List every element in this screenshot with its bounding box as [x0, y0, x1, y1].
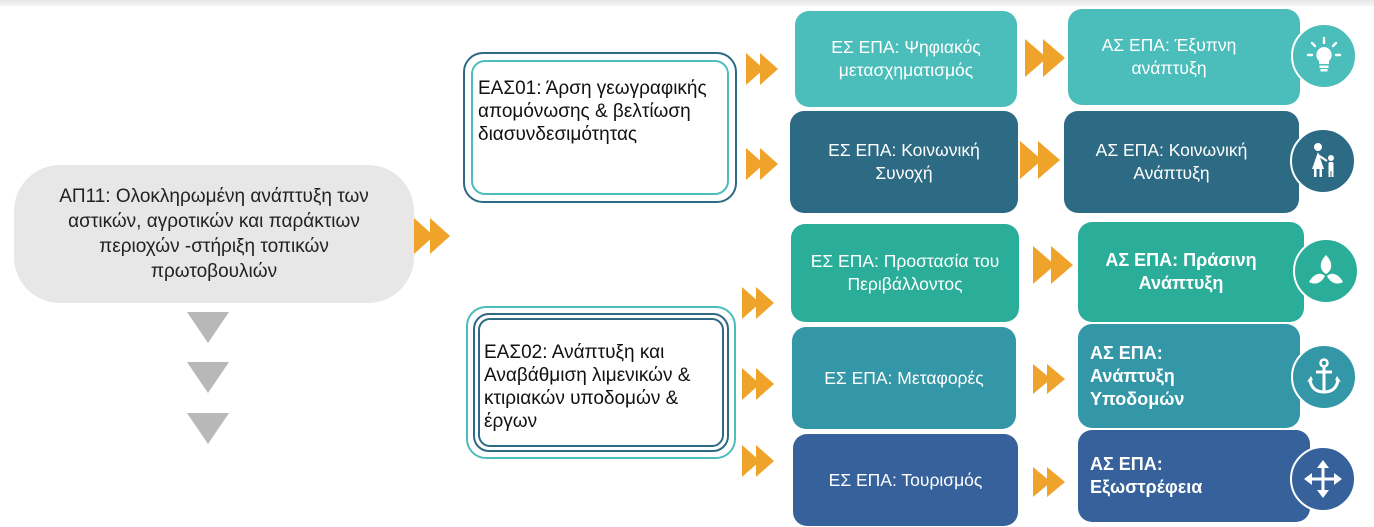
down-triangle-icon [187, 413, 229, 444]
es-box-transport: ΕΣ ΕΠΑ: Μεταφορές [792, 327, 1016, 429]
double-chevron-icon [746, 148, 778, 180]
double-chevron-icon [1020, 141, 1060, 179]
es-label: ΕΣ ΕΠΑ: Ψηφιακός μετασχηματισμός [831, 37, 981, 80]
as-box-social: ΑΣ ΕΠΑ: Κοινωνική Ανάπτυξη [1064, 111, 1299, 213]
es-box-tourism: ΕΣ ΕΠΑ: Τουρισμός [793, 434, 1018, 526]
double-chevron-icon [1033, 364, 1065, 394]
double-chevron-icon [742, 368, 774, 400]
lightbulb-icon [1291, 23, 1357, 89]
down-triangle-icon [187, 362, 229, 393]
anchor-icon [1291, 344, 1357, 410]
double-chevron-icon [1025, 39, 1065, 77]
es-label: ΕΣ ΕΠΑ: Μεταφορές [824, 367, 984, 388]
main-axis-label: ΑΠ11: Ολοκληρωμένη ανάπτυξη των αστικών,… [59, 186, 369, 282]
double-chevron-icon [1033, 467, 1065, 497]
eas01-label: ΕΑΣ01: Άρση γεωγραφικής απομόνωσης & βελ… [478, 78, 707, 145]
as-label: ΑΣ ΕΠΑ: Εξωστρέφεια [1090, 454, 1203, 497]
eas02-label: ΕΑΣ02: Ανάπτυξη και Αναβάθμιση λιμενικών… [484, 342, 691, 432]
as-box-green: ΑΣ ΕΠΑ: Πράσινη Ανάπτυξη [1078, 222, 1304, 322]
main-axis-node: ΑΠ11: Ολοκληρωμένη ανάπτυξη των αστικών,… [14, 165, 414, 303]
double-chevron-icon [742, 445, 774, 477]
es-box-digital: ΕΣ ΕΠΑ: Ψηφιακός μετασχηματισμός [795, 11, 1017, 107]
as-box-smart: ΑΣ ΕΠΑ: Έξυπνη ανάπτυξη [1068, 9, 1300, 105]
family-icon [1290, 128, 1356, 194]
eas01-outer-frame [463, 52, 737, 203]
as-label: ΑΣ ΕΠΑ: Πράσινη Ανάπτυξη [1105, 250, 1257, 293]
es-box-social: ΕΣ ΕΠΑ: Κοινωνική Συνοχή [790, 111, 1018, 213]
es-label: ΕΣ ΕΠΑ: Κοινωνική Συνοχή [828, 140, 980, 183]
top-divider [0, 0, 1374, 6]
move-arrows-icon [1290, 446, 1356, 512]
as-label: ΑΣ ΕΠΑ: Ανάπτυξη Υποδομών [1090, 342, 1185, 409]
eas02-outer-frame [466, 306, 736, 459]
es-label: ΕΣ ΕΠΑ: Προστασία του Περιβάλλοντος [810, 251, 1000, 294]
as-box-infrastructure: ΑΣ ΕΠΑ: Ανάπτυξη Υποδομών [1078, 324, 1300, 428]
as-box-outreach: ΑΣ ΕΠΑ: Εξωστρέφεια [1078, 430, 1310, 522]
as-label: ΑΣ ΕΠΑ: Έξυπνη ανάπτυξη [1101, 35, 1237, 78]
double-chevron-icon [746, 53, 778, 85]
down-triangle-icon [187, 312, 229, 343]
es-box-environment: ΕΣ ΕΠΑ: Προστασία του Περιβάλλοντος [791, 224, 1019, 322]
double-chevron-icon [1033, 246, 1073, 284]
double-chevron-icon [414, 218, 450, 254]
leaf-icon [1293, 238, 1359, 304]
double-chevron-icon [742, 287, 774, 319]
as-label: ΑΣ ΕΠΑ: Κοινωνική Ανάπτυξη [1095, 140, 1248, 183]
es-label: ΕΣ ΕΠΑ: Τουρισμός [828, 469, 983, 490]
